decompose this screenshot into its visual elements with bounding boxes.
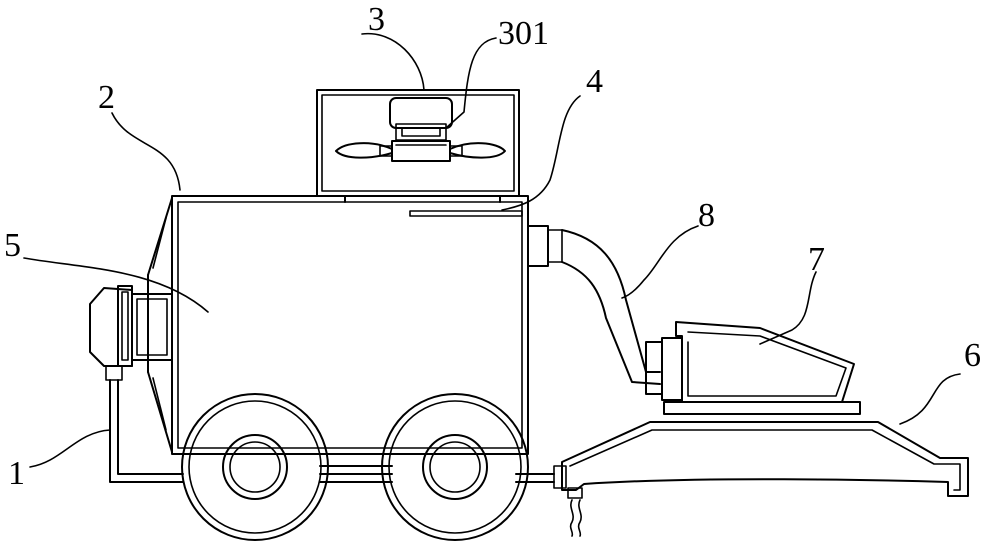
label-6: 6 <box>964 337 981 374</box>
pipe-frame <box>105 365 555 483</box>
label-2: 2 <box>98 79 115 116</box>
label-1: 1 <box>8 455 25 492</box>
leader-lines <box>23 32 961 468</box>
fan-blades <box>335 142 506 159</box>
suction-base <box>553 421 969 537</box>
label-3: 3 <box>368 1 385 38</box>
label-8: 8 <box>698 197 715 234</box>
label-301: 301 <box>498 15 549 52</box>
wheel-rear <box>381 393 529 541</box>
baffle-plate <box>409 210 523 217</box>
label-7: 7 <box>808 241 825 278</box>
fan-motor <box>389 97 453 162</box>
side-funnel <box>147 197 173 453</box>
callout-labels: 1 2 3 301 4 5 6 7 8 <box>4 1 981 492</box>
side-pump <box>89 285 173 367</box>
wheel-front <box>181 393 329 541</box>
main-tank <box>171 195 529 455</box>
hopper-unit <box>645 321 861 415</box>
outlet-pipe <box>527 225 661 385</box>
label-4: 4 <box>586 63 603 100</box>
label-5: 5 <box>4 227 21 264</box>
